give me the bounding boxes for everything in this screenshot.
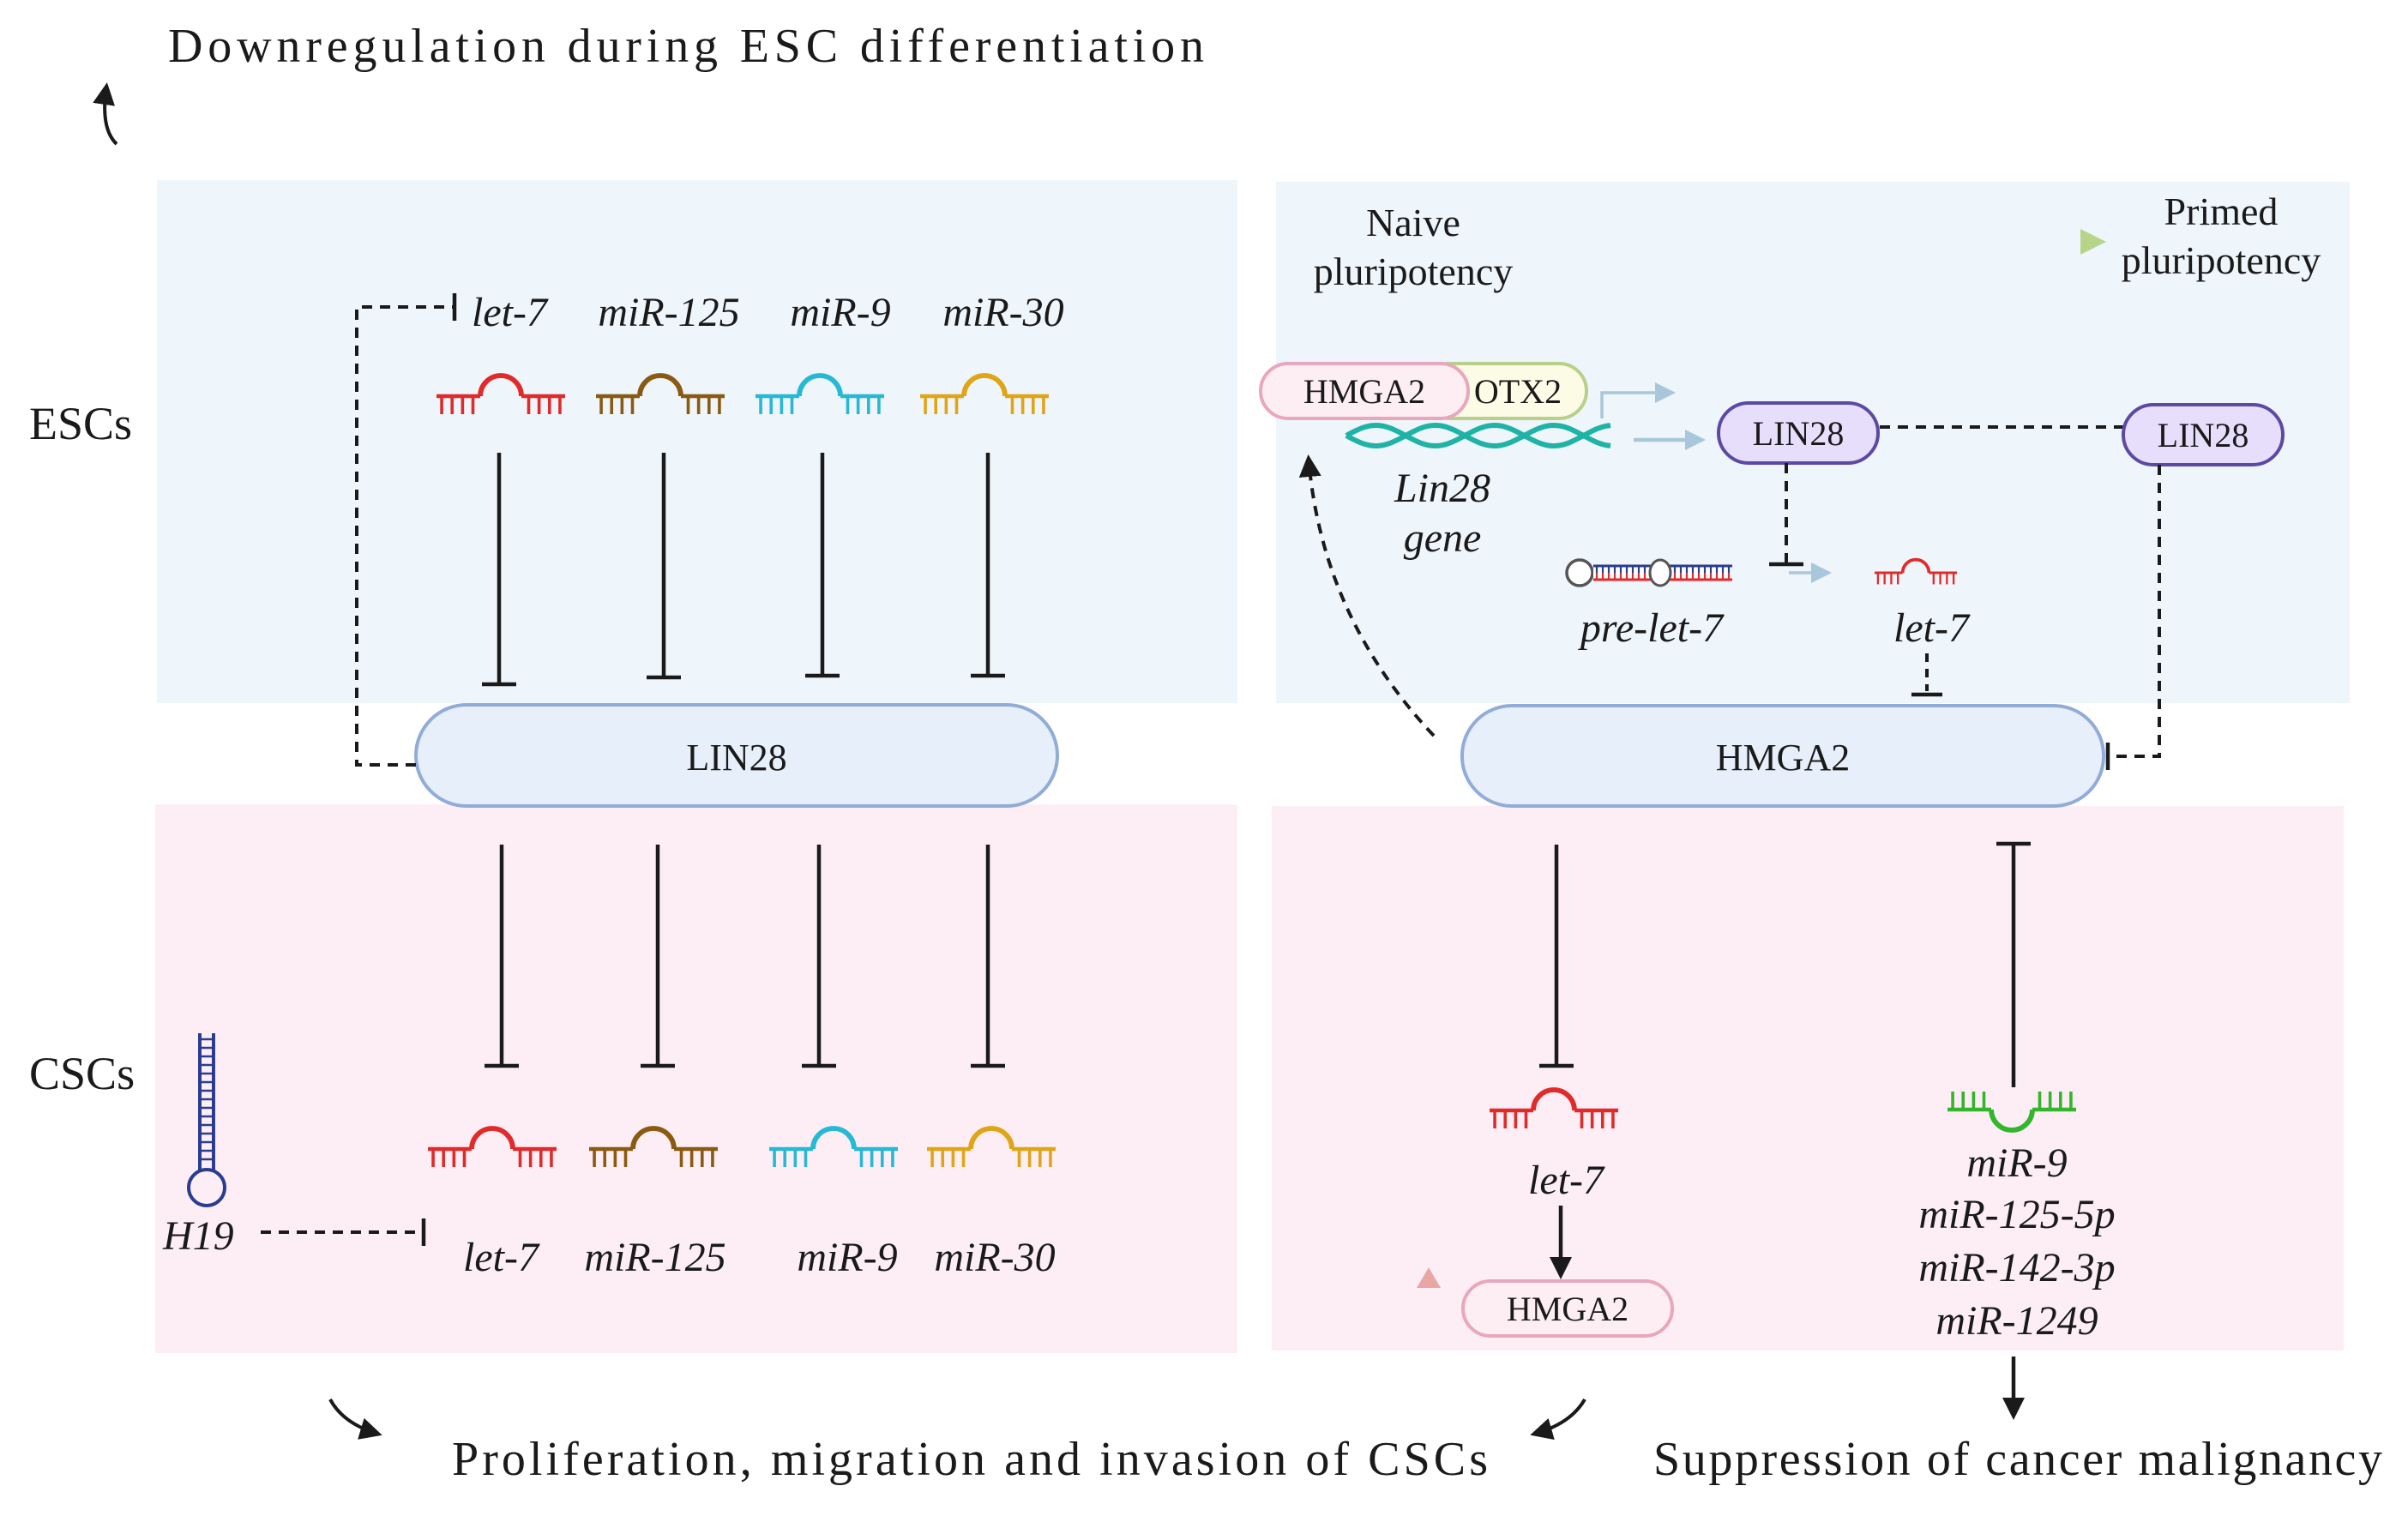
csc-inhibition-lines	[485, 845, 1005, 1068]
lin28-node-label: LIN28	[686, 737, 786, 779]
csc-hmga2-pill	[1461, 1279, 1674, 1338]
mature-let7-icon	[1875, 557, 1957, 585]
curved-up-arrow-icon	[93, 82, 118, 146]
mature-let7-label: let-7	[1893, 605, 1971, 651]
lin28-protein-b-label: LIN28	[2158, 416, 2249, 454]
esc-mirna-label: miR-9	[790, 290, 890, 335]
lin28-hmga2-dashed-inhibition	[2111, 465, 2161, 758]
mirna-hairpin-icon	[769, 1126, 898, 1167]
bottom-caption-right: Suppression of cancer malignancy	[1653, 1433, 2382, 1486]
csc-left-panel	[155, 804, 1237, 1353]
transcription-start-arrow	[1600, 382, 1676, 418]
csc-mirna-label: miR-30	[934, 1235, 1055, 1280]
left-csc-mirnas: let-7 miR-125 miR-9 miR-30	[428, 1126, 1056, 1280]
csc-mirna-list-item: miR-125-5p	[1918, 1192, 2115, 1237]
top-caption: Downregulation during ESC differentiatio…	[168, 20, 1204, 73]
mirna-hairpin-icon	[920, 373, 1049, 414]
csc-green-mirna-icon	[1947, 1092, 2076, 1133]
primed-label-line2: pluripotency	[2122, 238, 2321, 282]
mirna-hairpin-icon	[436, 373, 565, 414]
curved-arrow-left-icon	[328, 1399, 382, 1440]
esc-mirna-label: let-7	[472, 290, 549, 335]
lin28-let7-dashed-inhibition	[355, 305, 455, 767]
hmga2-node	[1460, 704, 2105, 808]
hmga2-tf	[1259, 362, 1470, 420]
csc-let7-icon	[1490, 1087, 1618, 1128]
csc-mirna-label: miR-125	[584, 1235, 725, 1280]
upregulation-arrowhead	[1417, 1267, 1441, 1288]
naive-label-line1: Naive	[1366, 201, 1460, 244]
dna-helix-icon	[1345, 422, 1611, 449]
naive-label-line2: pluripotency	[1314, 250, 1514, 293]
mirna-hairpin-icon	[596, 373, 725, 414]
row-label-cscs: CSCs	[29, 1048, 135, 1099]
lin28-gene-label-line1: Lin28	[1394, 466, 1490, 511]
lin28-protein-a	[1717, 401, 1880, 465]
csc-let7-label: let-7	[1528, 1158, 1605, 1203]
lin28-gene-label-line2: gene	[1404, 515, 1482, 561]
lin28-protein-b	[2122, 403, 2285, 466]
esc-mirna-label: miR-125	[598, 290, 739, 335]
csc-mirna-list: miR-9 miR-125-5p miR-142-3p miR-1249	[1918, 1140, 2115, 1344]
csc-right-panel	[1272, 806, 2344, 1351]
mirna-hairpin-icon	[428, 1126, 557, 1167]
csc-mirna-list-item: miR-142-3p	[1918, 1245, 2115, 1290]
mirna-hairpin-icon	[1875, 557, 1957, 585]
mirna-hairpin-icon	[589, 1126, 718, 1167]
primed-label-line1: Primed	[2164, 190, 2279, 233]
esc-inhibition-lines	[482, 453, 1005, 687]
lin28-node	[414, 703, 1059, 808]
h19-lncrna-icon	[187, 1033, 226, 1207]
pre-let7-label: pre-let-7	[1578, 605, 1725, 651]
mirna-hairpin-icon	[1947, 1092, 2076, 1133]
csc-mirna-list-item: miR-9	[1966, 1140, 2067, 1186]
curved-arrow-right-icon	[1530, 1398, 1586, 1440]
esc-mirna-label: miR-30	[942, 290, 1063, 335]
csc-mirna-label: miR-9	[797, 1235, 897, 1280]
csc-hmga2-label: HMGA2	[1507, 1290, 1628, 1328]
otx2-label: OTX2	[1474, 372, 1562, 411]
hmga2-node-label: HMGA2	[1716, 737, 1850, 779]
row-label-escs: ESCs	[29, 398, 132, 449]
lin28-protein-a-label: LIN28	[1753, 414, 1845, 453]
hmga2-feedback-dashed-arrow	[1298, 454, 1436, 737]
mirna-hairpin-icon	[756, 373, 884, 414]
csc-mirna-list-item: miR-1249	[1935, 1298, 2098, 1344]
csc-mirna-label: let-7	[463, 1235, 540, 1280]
hmga2-tf-label: HMGA2	[1303, 372, 1425, 411]
esc-left-panel	[157, 180, 1237, 703]
pre-let7-icon	[1565, 558, 1732, 587]
mirna-hairpin-icon	[1490, 1087, 1618, 1128]
bottom-caption-left: Proliferation, migration and invasion of…	[452, 1433, 1488, 1486]
h19-label: H19	[162, 1213, 234, 1259]
top-caption-group: Downregulation during ESC differentiatio…	[93, 20, 1204, 146]
left-esc-mirnas: let-7 miR-125 miR-9 miR-30	[436, 290, 1064, 414]
mirna-hairpin-icon	[927, 1126, 1056, 1167]
